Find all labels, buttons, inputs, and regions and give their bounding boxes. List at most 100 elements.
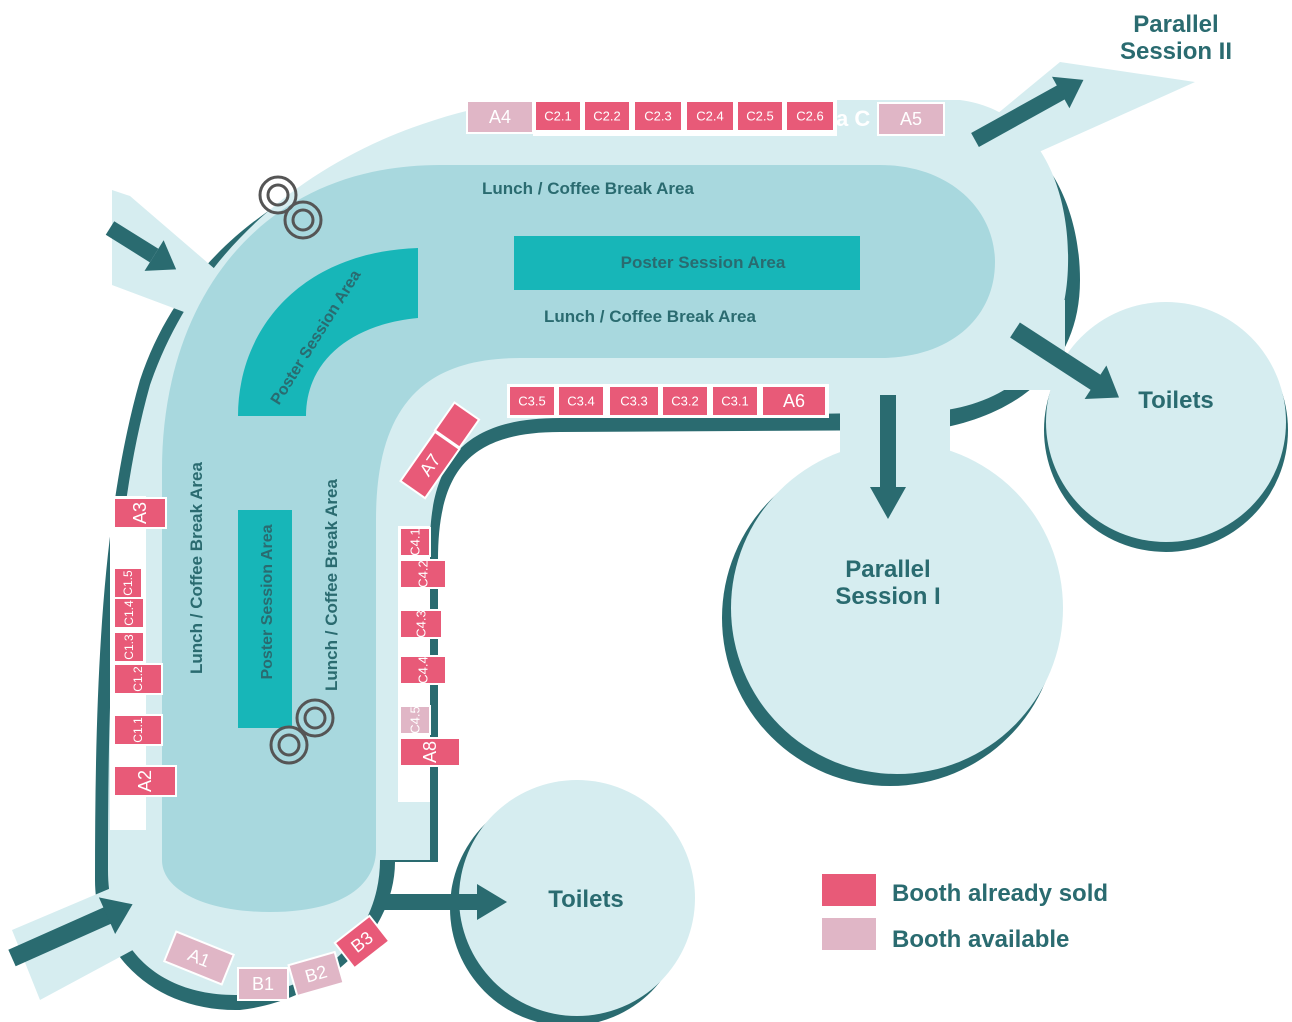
booth-a5[interactable]: A5 (877, 102, 945, 136)
booth-rect (583, 100, 631, 132)
booth-c1-1[interactable]: C1.1 (113, 714, 163, 746)
booth-rect (433, 401, 481, 449)
booth-c4-1[interactable]: C4.1 (399, 527, 431, 557)
booth-label: C1.2 (131, 666, 145, 692)
booth-rect (113, 567, 143, 599)
booth-rect (113, 631, 145, 663)
booth-rect (711, 385, 759, 417)
booth-label: C2.6 (796, 109, 823, 124)
booth-a6[interactable]: A6 (761, 385, 827, 417)
booth-c2-3[interactable]: C2.3 (633, 100, 683, 132)
booth-label: C2.3 (644, 109, 671, 124)
label-toilets-right: Toilets (1138, 387, 1214, 414)
booth-c3-2[interactable]: C3.2 (661, 385, 709, 417)
booth-rect (333, 914, 391, 970)
booth-rect (113, 714, 163, 746)
booth-c1-4[interactable]: C1.4 (113, 597, 145, 629)
booth-rect (399, 705, 431, 735)
booth-label: C3.5 (518, 394, 545, 409)
label-poster-vertical: Poster Session Area (259, 524, 276, 679)
booth-rect (399, 430, 461, 500)
booth-rect (399, 559, 447, 589)
arrow-to-parallel-session-1 (870, 395, 906, 519)
plant-icon-top (258, 175, 323, 240)
booth-a3[interactable]: A3 (113, 497, 167, 529)
booth-label: C2.4 (696, 109, 723, 124)
booth-label: C2.1 (544, 109, 571, 124)
booth-label: C3.4 (567, 394, 594, 409)
booth-label: C2.5 (746, 109, 773, 124)
booth-label: B1 (252, 974, 274, 994)
partial-area-c-label: a C (836, 106, 870, 131)
booth-a4[interactable]: A4 (466, 100, 534, 134)
booth-rect (466, 100, 534, 134)
booth-label: C1.4 (122, 600, 136, 626)
booth-unlabeled[interactable] (433, 401, 481, 449)
label-lunch-middle: Lunch / Coffee Break Area (544, 307, 756, 326)
booth-c2-1[interactable]: C2.1 (534, 100, 582, 132)
booth-c4-2[interactable]: C4.2 (399, 559, 447, 589)
booth-c3-1[interactable]: C3.1 (711, 385, 759, 417)
booth-c1-2[interactable]: C1.2 (113, 663, 163, 695)
booth-a8[interactable]: A8 (399, 737, 461, 767)
label-toilets-bottom: Toilets (548, 886, 624, 913)
booth-rect (661, 385, 709, 417)
booth-c4-5[interactable]: C4.5 (399, 705, 431, 735)
booth-c3-4[interactable]: C3.4 (557, 385, 605, 417)
booth-c4-4[interactable]: C4.4 (399, 655, 447, 685)
booth-label: C1.1 (131, 717, 145, 743)
booth-label: C4.5 (408, 706, 423, 733)
booth-label: C4.3 (414, 610, 429, 637)
legend-label-available: Booth available (892, 926, 1069, 953)
booth-label: C3.1 (721, 394, 748, 409)
booth-rect (685, 100, 735, 132)
booth-label: C4.2 (416, 560, 431, 587)
booth-label: A4 (489, 107, 511, 127)
booth-a1[interactable]: A1 (162, 930, 236, 986)
legend-swatch-sold (822, 874, 876, 906)
label-lunch-left-inner: Lunch / Coffee Break Area (322, 478, 341, 690)
booth-rect (399, 655, 447, 685)
booth-rect (508, 385, 556, 417)
label-lunch-top: Lunch / Coffee Break Area (482, 179, 694, 198)
label-poster-horizontal: Poster Session Area (621, 253, 786, 272)
booth-label: C3.3 (620, 394, 647, 409)
booth-a2[interactable]: A2 (113, 765, 177, 797)
booth-b1[interactable]: B1 (237, 967, 289, 1001)
booth-c1-3[interactable]: C1.3 (113, 631, 145, 663)
booth-label: A6 (783, 391, 805, 411)
booth-rect (557, 385, 605, 417)
booth-label: C4.1 (408, 528, 423, 555)
booth-label: C1.3 (122, 634, 136, 660)
booth-c1-5[interactable]: C1.5 (113, 567, 143, 599)
booth-a7[interactable]: A7 (399, 430, 461, 500)
poster-area-curved (238, 248, 418, 416)
arrow-to-toilets-right (1010, 322, 1119, 400)
arrows (8, 76, 1119, 967)
booth-c2-4[interactable]: C2.4 (685, 100, 735, 132)
booth-rect (399, 609, 443, 639)
booth-c3-3[interactable]: C3.3 (608, 385, 660, 417)
booth-label: A5 (900, 109, 922, 129)
booth-c3-5[interactable]: C3.5 (508, 385, 556, 417)
booth-label: C1.5 (121, 570, 135, 596)
booth-rect (237, 967, 289, 1001)
arrow-to-parallel-session-2 (971, 76, 1084, 147)
booth-c2-6[interactable]: C2.6 (785, 100, 835, 132)
booth-rect (113, 597, 145, 629)
booth-c4-3[interactable]: C4.3 (399, 609, 443, 639)
booth-label: C4.4 (416, 656, 431, 683)
booth-c2-5[interactable]: C2.5 (736, 100, 784, 132)
legend-swatch-available (822, 918, 876, 950)
booth-b2[interactable]: B2 (287, 950, 345, 998)
booth-b3[interactable]: B3 (333, 914, 391, 970)
booth-rect (534, 100, 582, 132)
booth-c2-2[interactable]: C2.2 (583, 100, 631, 132)
arrow-entry-topleft (105, 221, 177, 271)
booth-rect (113, 497, 167, 529)
lunch-coffee-area-inner (162, 165, 995, 912)
